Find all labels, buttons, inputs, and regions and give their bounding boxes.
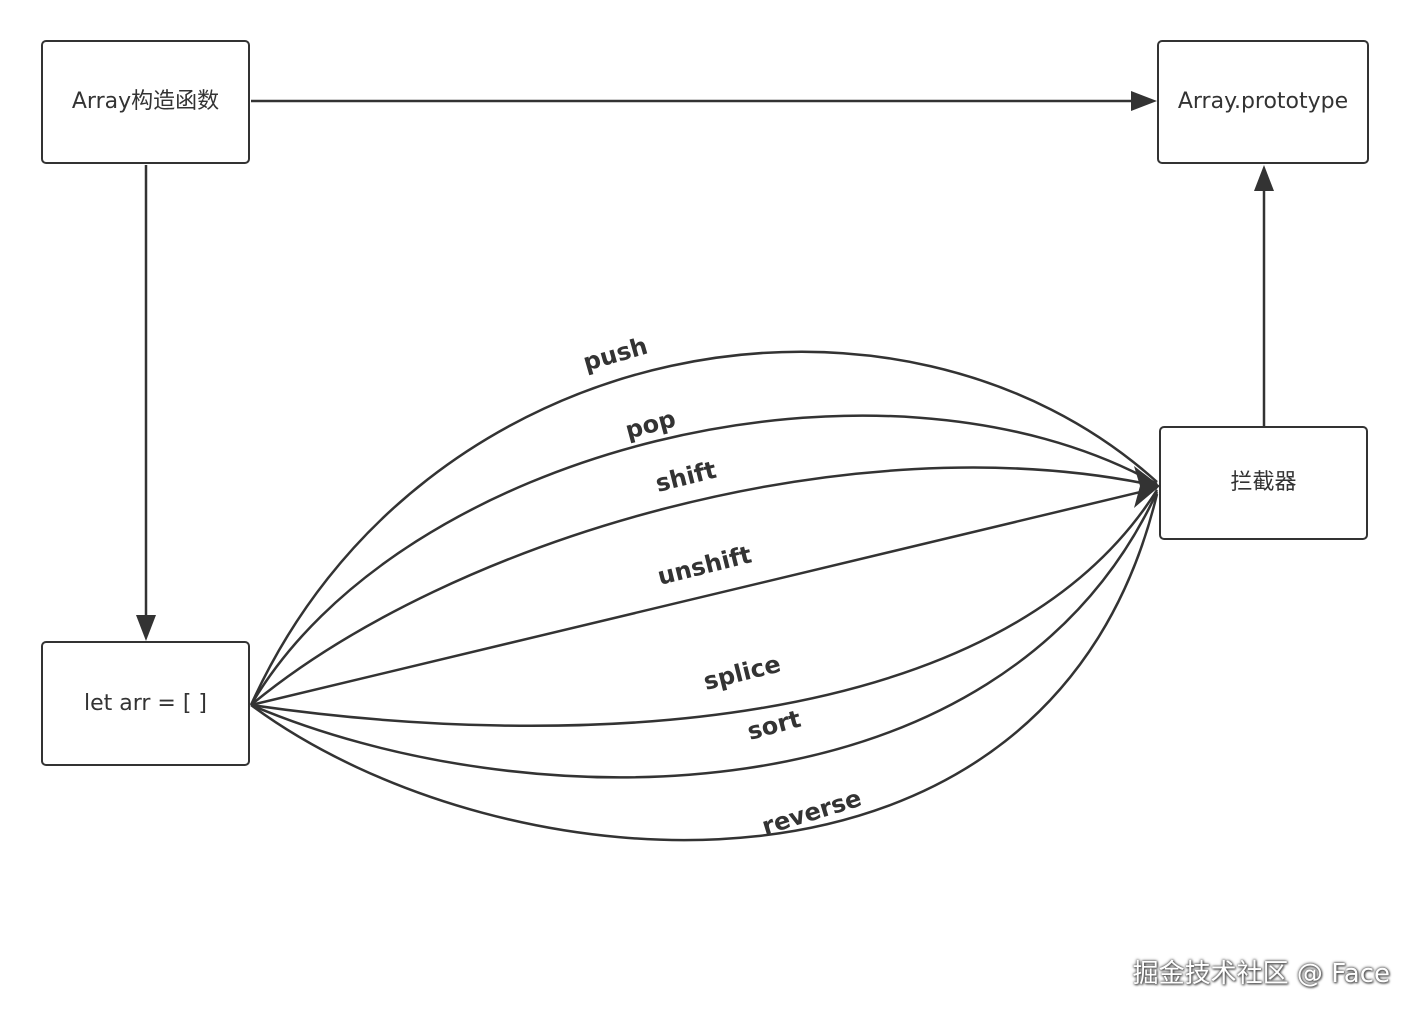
label-unshift: unshift	[655, 541, 755, 591]
label-push: push	[580, 332, 651, 377]
arrowhead-prototype-left	[1131, 91, 1157, 111]
edge-reverse	[250, 493, 1159, 842]
node-label-array-constructor: Array构造函数	[71, 89, 220, 114]
edge-pop	[249, 414, 1158, 706]
label-sort: sort	[744, 705, 803, 746]
node-array-constructor: Array构造函数	[41, 40, 250, 164]
node-label-interceptor: 拦截器	[1230, 470, 1297, 495]
label-reverse: reverse	[759, 784, 865, 841]
arrowhead-prototype-bottom	[1254, 165, 1274, 191]
node-label-array-instance: let arr = [ ]	[83, 690, 208, 716]
method-labels: push pop shift unshift splice sort rever…	[580, 332, 865, 841]
arrowhead-interceptor-left	[1134, 466, 1160, 508]
watermark: 掘金技术社区 @ Face	[1132, 959, 1390, 989]
edge-sort	[250, 491, 1159, 779]
edge-shift	[250, 466, 1158, 706]
node-interceptor: 拦截器	[1159, 426, 1368, 540]
node-array-prototype: Array.prototype	[1157, 40, 1369, 164]
arrowhead-instance-top	[136, 615, 156, 641]
label-splice: splice	[701, 650, 784, 696]
edge-unshift	[250, 486, 1158, 707]
node-label-array-prototype: Array.prototype	[1177, 89, 1349, 114]
method-edges	[249, 350, 1159, 842]
edge-push	[249, 350, 1158, 706]
edge-splice	[250, 489, 1159, 728]
label-shift: shift	[653, 456, 719, 498]
node-array-instance: let arr = [ ]	[41, 641, 250, 766]
